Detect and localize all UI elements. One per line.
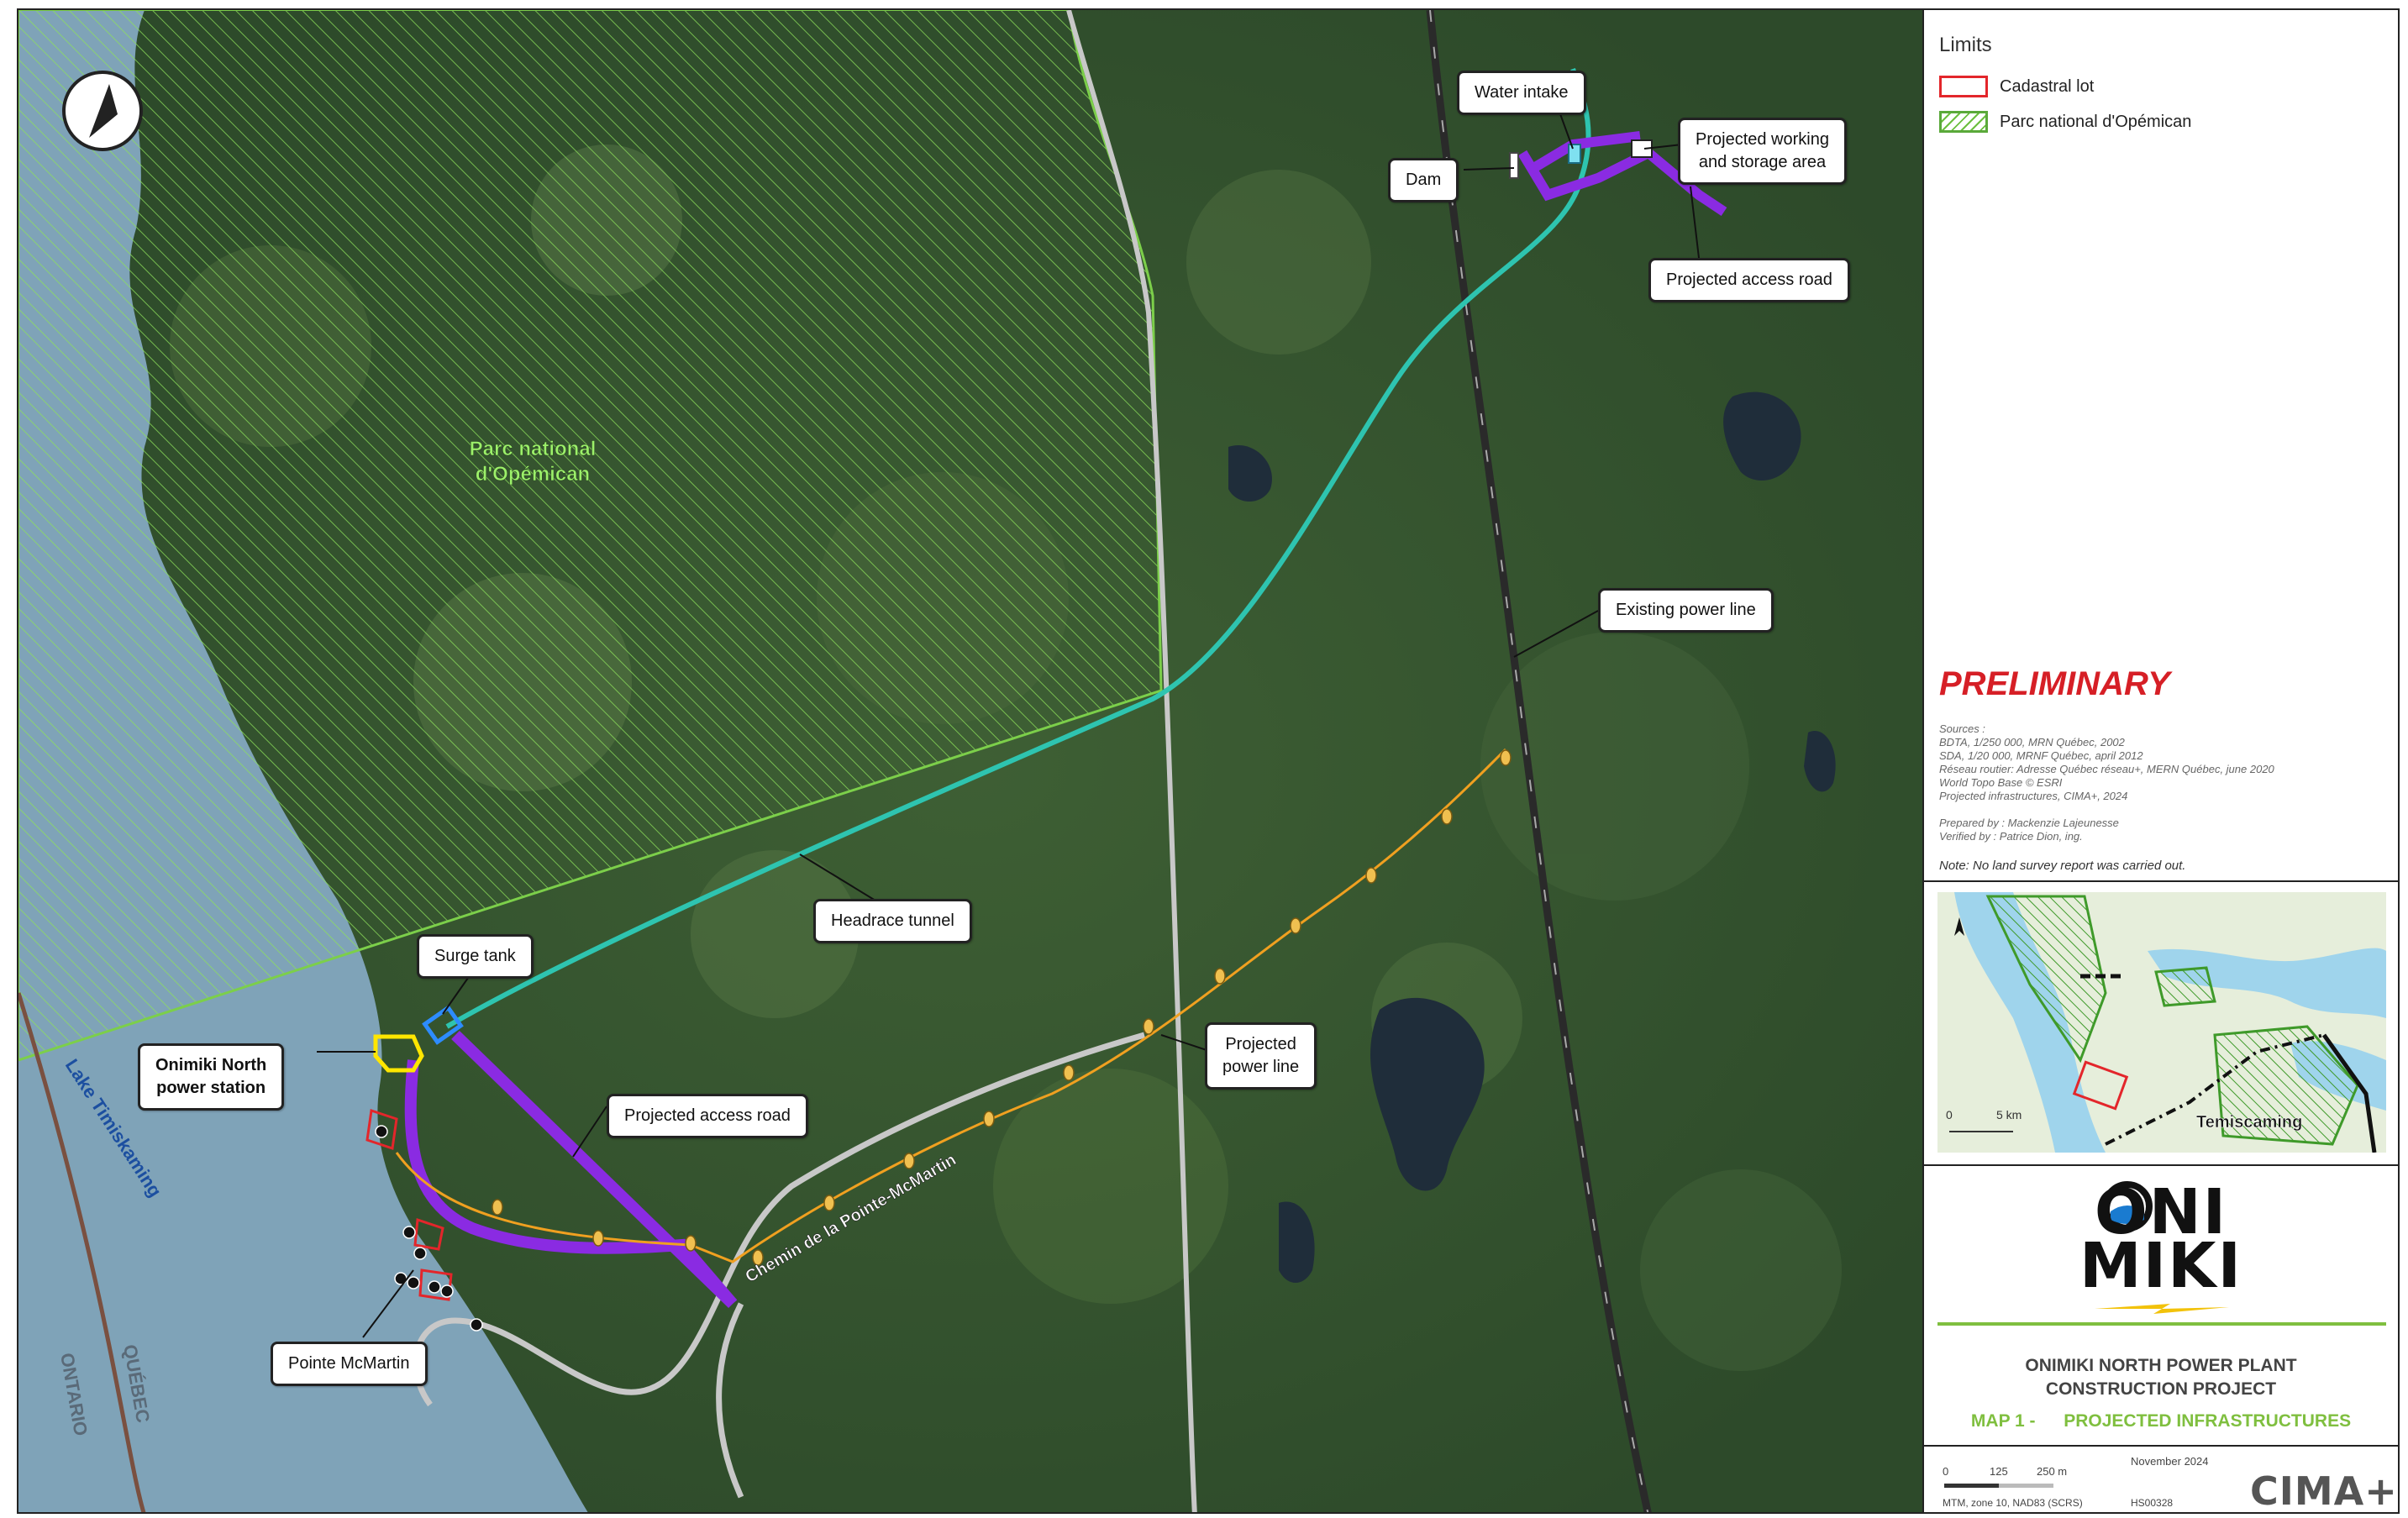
footer-scale-0: 0 [1943, 1465, 1949, 1478]
inset-scale-label: 5 km [1996, 1108, 2022, 1121]
callout-projected-power-line: Projected power line [1205, 1022, 1317, 1090]
callout-surge-tank: Surge tank [417, 934, 534, 979]
projected-power-line [395, 748, 1507, 1263]
small-lake-2 [1723, 391, 1801, 481]
north-arrow-icon [62, 71, 143, 151]
prepared-by: Prepared by : Mackenzie Lajeunesse [1939, 817, 2119, 829]
footer-file: HS00328 [2131, 1497, 2174, 1509]
source-line-1: BDTA, 1/250 000, MRN Québec, 2002 [1939, 736, 2125, 748]
map-title: MAP 1 - PROJECTED INFRASTRUCTURES [1924, 1411, 2398, 1431]
logo-lightning-icon [2095, 1304, 2229, 1314]
callout-access-road-ne: Projected access road [1648, 258, 1850, 302]
footer-scale-bar [1944, 1484, 2053, 1488]
legend-cadastral-label: Cadastral lot [2000, 76, 2095, 96]
legend-park-label: Parc national d'Opémican [2000, 112, 2192, 131]
map-name: PROJECTED INFRASTRUCTURES [2064, 1411, 2352, 1431]
small-lake-4 [1279, 1201, 1315, 1283]
park-swatch [1939, 111, 1988, 133]
inset-lake [1954, 892, 2106, 1153]
divider [1924, 1445, 2398, 1447]
callout-power-line-line2: power line [1222, 1058, 1300, 1076]
power-station-footprint [373, 1034, 424, 1073]
cadastral-lots [365, 1109, 453, 1301]
footer-scale-125: 125 [1990, 1465, 2008, 1478]
small-lake-1 [1370, 997, 1485, 1191]
project-title-line2: CONSTRUCTION PROJECT [2045, 1379, 2277, 1399]
callout-existing-power-line: Existing power line [1598, 588, 1774, 633]
inset-scale-zero: 0 [1946, 1108, 1953, 1121]
inset-park [1985, 895, 2107, 1064]
cadastral-swatch [1939, 76, 1988, 97]
divider [1924, 880, 2398, 882]
callout-dam: Dam [1388, 158, 1459, 202]
building-points [375, 1125, 483, 1332]
inset-town-label: Temiscaming [2196, 1113, 2302, 1132]
legend-item-park: Parc national d'Opémican [1939, 111, 2191, 133]
legend-panel: Limits Cadastral lot Parc national d'Opé… [1924, 8, 2400, 1514]
callout-pointe-mcmartin: Pointe McMartin [271, 1342, 428, 1386]
access-road-sw [404, 1059, 738, 1308]
callout-access-road-sw: Projected access road [607, 1094, 808, 1138]
sources-heading: Sources : [1939, 722, 1985, 735]
divider [1924, 1164, 2398, 1166]
callout-power-line-line1: Projected [1225, 1035, 1296, 1053]
chemin-pointe-mcmartin [413, 1032, 1145, 1407]
verified-by: Verified by : Patrice Dion, ing. [1939, 830, 2083, 843]
callout-leaders [317, 102, 1700, 1338]
project-title-line1: ONIMIKI NORTH POWER PLANT [2025, 1356, 2297, 1375]
inset-location-map[interactable]: 0 5 km Temiscaming [1937, 892, 2386, 1153]
park-label-line2: d'Opémican [476, 463, 590, 486]
power-line-markers [492, 749, 1512, 1266]
small-lake-5 [1804, 731, 1836, 792]
preliminary-stamp: PRELIMINARY [1939, 665, 2170, 702]
inset-north-arrow-icon [1954, 917, 1964, 936]
source-line-5: Projected infrastructures, CIMA+, 2024 [1939, 790, 2128, 802]
map-number: MAP 1 - [1970, 1411, 2036, 1431]
inset-study-area [2072, 1060, 2129, 1111]
logo-line1: ONI [2094, 1176, 2228, 1248]
water-intake-marker [1568, 144, 1581, 164]
dam-marker [1509, 152, 1519, 179]
source-line-2: SDA, 1/20 000, MRNF Québec, april 2012 [1939, 749, 2143, 762]
land-survey-note: Note: No land survey report was carried … [1939, 859, 2186, 873]
source-line-3: Réseau routier: Adresse Québec réseau+, … [1939, 763, 2274, 775]
callout-water-intake: Water intake [1457, 71, 1586, 115]
logo-circle-icon [2102, 1181, 2153, 1232]
callout-working-area-line1: Projected working [1696, 130, 1829, 149]
legend-item-cadastral: Cadastral lot [1939, 76, 2094, 97]
route-north-south [1066, 10, 1197, 1512]
footer-date: November 2024 [2131, 1455, 2209, 1468]
callout-power-station-line2: power station [156, 1079, 266, 1097]
lake-timiskaming [18, 10, 588, 1512]
cima-logo: CIMA+ [2250, 1468, 2398, 1514]
source-line-4: World Topo Base © ESRI [1939, 776, 2063, 789]
callout-power-station-line1: Onimiki North [155, 1056, 267, 1074]
inset-canvas: 0 5 km Temiscaming [1937, 892, 2386, 1153]
logo-underline [1937, 1322, 2386, 1326]
callout-working-area-line2: and storage area [1698, 153, 1827, 171]
onimiki-logo: ONI MIKI [1924, 1169, 2398, 1447]
surge-tank-footprint [422, 1005, 464, 1045]
callout-power-station: Onimiki North power station [138, 1043, 285, 1111]
legend-title: Limits [1939, 34, 1992, 56]
callout-working-area: Projected working and storage area [1678, 118, 1847, 185]
provincial-boundary [18, 992, 146, 1512]
park-label-line1: Parc national [470, 438, 597, 460]
callout-headrace-tunnel: Headrace tunnel [813, 899, 972, 943]
aerial-map[interactable]: Parc national d'Opémican Lake Timiskamin… [17, 8, 1924, 1514]
small-lake-3 [1228, 445, 1272, 502]
access-road-ne [1517, 146, 1727, 216]
footer-projection: MTM, zone 10, NAD83 (SCRS) [1943, 1497, 2083, 1509]
footer-scale-250: 250 m [2037, 1465, 2068, 1478]
logo-line2: MIKI [2079, 1230, 2243, 1302]
map-canvas: Parc national d'Opémican Lake Timiskamin… [18, 10, 1922, 1512]
